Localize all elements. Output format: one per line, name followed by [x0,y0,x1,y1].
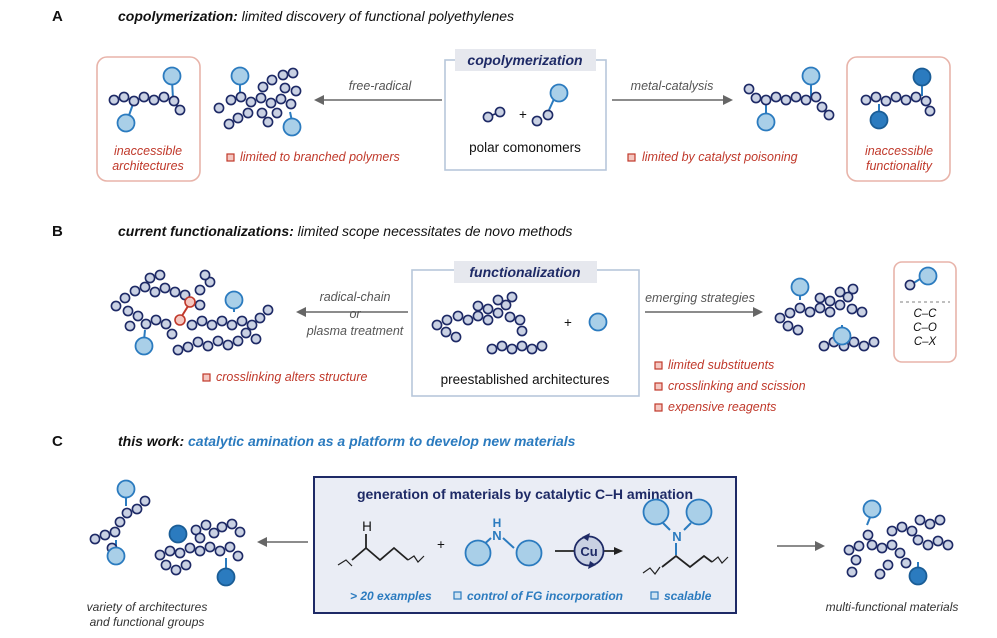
polar-comonomers-caption: polar comonomers [469,140,581,155]
bond-types-box [893,261,957,363]
inaccessible-functionality-box [846,56,951,182]
bullet-square [202,373,211,382]
bullet-square [654,382,663,391]
left-caption-line1: variety of architectures [87,600,208,614]
copolymerization-box [444,59,607,171]
ring-unit [904,279,916,291]
catalysis-arrowhead [614,547,623,555]
aminated-product [642,498,729,575]
functional-group-circle [918,266,938,286]
feature-scalable: scalable [664,589,712,603]
multifunctional-polymer [843,499,954,586]
panel-c-heading: this work: catalytic amination as a plat… [118,433,576,449]
functionalized-polymer [774,277,880,352]
inaccessible-architectures-line2: architectures [112,159,184,173]
nitrogen-atom: N [492,528,501,543]
or-label: or [349,307,361,321]
panel-b-letter: B [52,223,63,240]
crosslinked-network [110,269,274,356]
plus-sign: + [564,315,572,330]
bullet-square [650,591,659,600]
radical-chain-arrowhead [296,307,306,317]
inaccessible-functionality-line2: functionality [866,159,933,173]
limitation-reagents: expensive reagents [668,400,776,414]
cycle-arrow [588,561,596,569]
metal-catalysis-label: metal-catalysis [631,79,714,93]
metal-catalysis-arrowhead [723,95,733,105]
copolymerization-title: copolymerization [467,52,582,68]
bullet-square [453,591,462,600]
copper-label: Cu [580,544,597,559]
free-radical-arrowhead [314,95,324,105]
functionalization-title: functionalization [469,264,580,280]
emerging-label: emerging strategies [645,291,755,305]
linear-chain-with-fg [108,66,186,133]
preestablished-polymer [431,291,548,355]
panel-b-heading: current functionalizations: limited scop… [118,223,572,239]
plus-sign: + [519,107,527,122]
bullet-square [654,361,663,370]
product-nitrogen: N [672,529,681,544]
variety-polymers [89,479,246,587]
limited-poisoning-text: limited by catalyst poisoning [642,150,798,164]
bond-cx: C–X [914,336,938,348]
free-radical-label: free-radical [349,79,413,93]
bullet-square [627,153,636,162]
functional-group-circle [588,312,608,332]
preestablished-caption: preestablished architectures [441,372,610,387]
emerging-arrowhead [753,307,763,317]
feature-control: control of FG incorporation [467,589,623,603]
cycle-arrow [582,533,590,541]
amination-box-title: generation of materials by catalytic C–H… [357,486,693,502]
inaccessible-functionality-line1: inaccessible [865,144,933,158]
ethylene-monomer [482,106,506,123]
limited-branched-text: limited to branched polymers [240,150,400,164]
inaccessible-architectures-box [96,56,201,182]
bullet-square [226,153,235,162]
plus-sign: + [437,537,445,552]
left-caption-line2: and functional groups [90,615,205,629]
crosslinking-alters-text: crosslinking alters structure [216,370,367,384]
copolymerization-title-bg [455,49,596,71]
feature-examples: > 20 examples [350,589,432,603]
limitation-substituents: limited substituents [668,358,774,372]
right-output-arrowhead [815,541,825,551]
polar-monomer [531,83,569,127]
bond-cc: C–C [913,308,937,320]
left-output-arrowhead [257,537,267,547]
limitation-crosslinking: crosslinking and scission [668,379,806,393]
bond-co: C–O [913,322,937,334]
panel-a-letter: A [52,8,63,25]
functionalization-title-bg [454,261,597,283]
panel-a-heading: copolymerization: limited discovery of f… [118,8,514,24]
bullet-square [654,403,663,412]
alkane-substrate [337,534,425,567]
panel-c-letter: C [52,433,63,450]
branched-polymer [213,66,302,137]
hydrogen-atom: H [362,519,372,534]
inaccessible-architectures-line1: inaccessible [114,144,182,158]
amine-hydrogen: H [493,516,502,530]
right-caption: multi-functional materials [826,600,959,614]
plasma-treatment-label: plasma treatment [306,324,404,338]
linear-functional-polymer [743,66,835,132]
amine-reagent [464,537,543,567]
dark-fg-polymer [860,67,936,130]
radical-chain-label: radical-chain [320,290,391,304]
